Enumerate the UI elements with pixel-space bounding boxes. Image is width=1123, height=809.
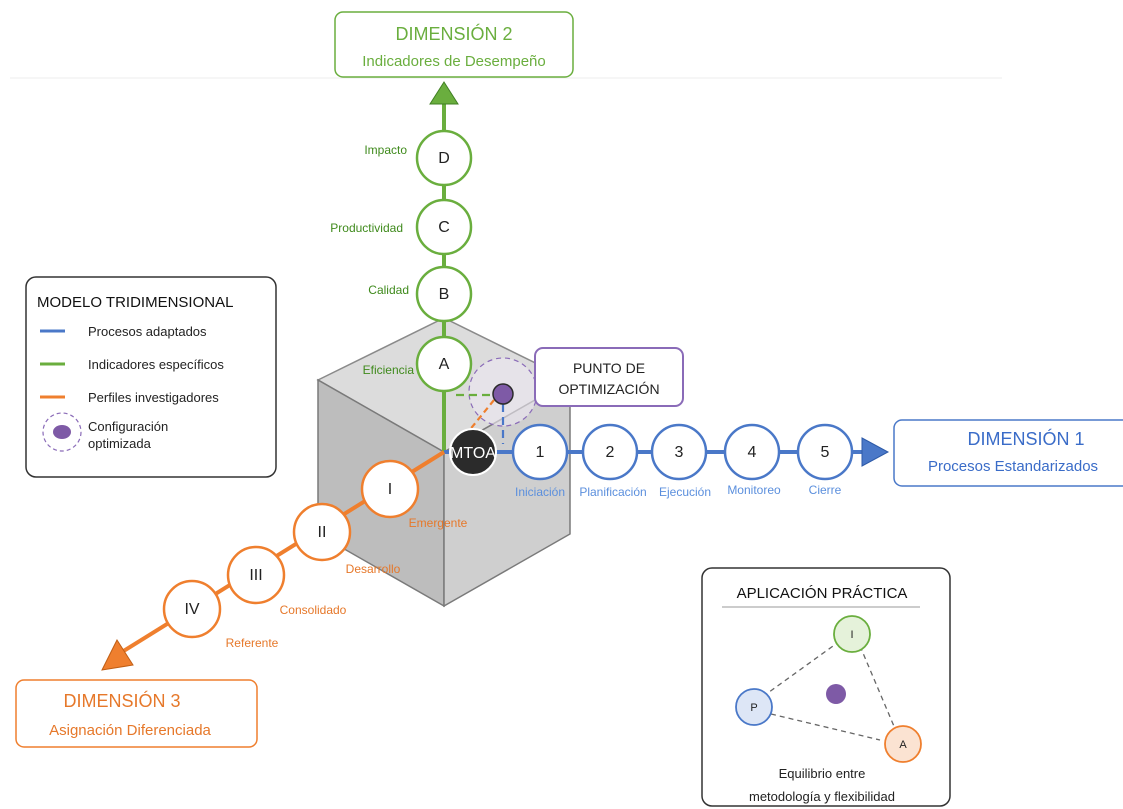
blue-node-5: 5 Cierre [796,423,854,497]
green-axis-arrowhead [429,81,459,105]
green-node-d: D Impacto [364,129,473,187]
green-node-a: A Eficiencia [363,335,473,393]
legend-config-line1: Configuración [88,419,168,434]
practical-node-a-label: A [899,739,907,751]
orange-node-iv: IV Referente [162,579,279,650]
orange-node-label: Consolidado [280,603,347,617]
blue-node-label: Iniciación [515,485,565,499]
legend-item-label: Indicadores específicos [88,357,224,372]
orange-node-label: Referente [226,636,279,650]
dimension2-subtitle: Indicadores de Desempeño [362,53,545,70]
blue-node-number: 5 [821,444,830,461]
blue-node-number: 2 [606,444,615,461]
legend-item-label: Perfiles investigadores [88,390,219,405]
practical-node-p-label: P [750,702,757,714]
green-node-c: C Productividad [330,198,473,256]
blue-node-label: Monitoreo [727,483,781,497]
green-node-letter: D [438,150,450,167]
opt-orange-dashed-guide [467,399,495,433]
legend-panel: MODELO TRIDIMENSIONAL Procesos adaptados… [25,276,277,478]
practical-application-panel: APLICACIÓN PRÁCTICA I P A Equilibrio ent… [701,567,951,807]
orange-node-numeral: III [249,567,262,584]
optimization-label-line1: PUNTO DE [573,360,645,376]
dimension1-box: DIMENSIÓN 1 Procesos Estandarizados [893,419,1123,487]
orange-node-iii: III Consolidado [226,545,347,617]
blue-node-number: 1 [536,444,545,461]
blue-node-number: 3 [675,444,684,461]
practical-title: APLICACIÓN PRÁCTICA [737,585,908,602]
practical-footer-line1: Equilibrio entre [779,766,866,781]
optimization-point-dot [492,383,514,405]
practical-node-p [735,688,773,726]
dimension3-title: DIMENSIÓN 3 [63,690,180,711]
orange-node-numeral: IV [184,601,199,618]
practical-footer-line2: metodología y flexibilidad [749,789,895,804]
blue-node-label: Planificación [579,485,646,499]
legend-item-label: Procesos adaptados [88,324,207,339]
legend-config-dot [53,425,71,439]
optimization-label-line2: OPTIMIZACIÓN [558,381,659,397]
green-node-label: Eficiencia [363,363,415,377]
green-node-b: B Calidad [368,265,473,323]
legend-title: MODELO TRIDIMENSIONAL [37,294,233,311]
center-node-label: MTOA [450,445,496,462]
blue-node-number: 4 [748,444,757,461]
orange-node-i: I Emergente [360,459,468,530]
green-node-label: Impacto [364,143,407,157]
orange-node-numeral: I [388,481,392,498]
practical-center-dot [826,684,846,704]
blue-node-2: 2 Planificación [579,423,647,499]
orange-node-label: Emergente [409,516,468,530]
orange-node-label: Desarrollo [346,562,401,576]
dimension2-box: DIMENSIÓN 2 Indicadores de Desempeño [334,11,574,78]
blue-node-1: 1 Iniciación [511,423,569,499]
green-node-label: Calidad [368,283,409,297]
dimension2-title: DIMENSIÓN 2 [395,23,512,44]
orange-node-numeral: II [318,524,327,541]
optimization-label-box: PUNTO DE OPTIMIZACIÓN [534,347,684,407]
dimension1-subtitle: Procesos Estandarizados [928,458,1098,475]
practical-node-i [833,615,871,653]
blue-node-label: Cierre [809,483,842,497]
dimension3-subtitle: Asignación Diferenciada [49,722,211,739]
practical-node-a [884,725,922,763]
blue-node-3: 3 Ejecución [650,423,711,499]
green-node-label: Productividad [330,221,403,235]
dimension1-title: DIMENSIÓN 1 [967,428,1084,449]
center-node-mtoa [449,428,497,476]
orange-node-ii: II Desarrollo [292,502,401,576]
orange-axis-arrowhead [101,638,134,671]
blue-node-label: Ejecución [659,485,711,499]
practical-link-i-a [859,645,897,732]
blue-node-4: 4 Monitoreo [723,423,781,497]
green-node-letter: A [439,356,450,373]
green-node-letter: B [439,286,450,303]
legend-config-line2: optimizada [88,436,152,451]
practical-node-i-label: I [850,629,853,641]
dimension3-box: DIMENSIÓN 3 Asignación Diferenciada [15,679,258,748]
green-node-letter: C [438,219,450,236]
practical-link-p-a [770,713,881,741]
blue-axis-arrowhead [861,437,890,467]
practical-link-i-p [764,640,841,696]
